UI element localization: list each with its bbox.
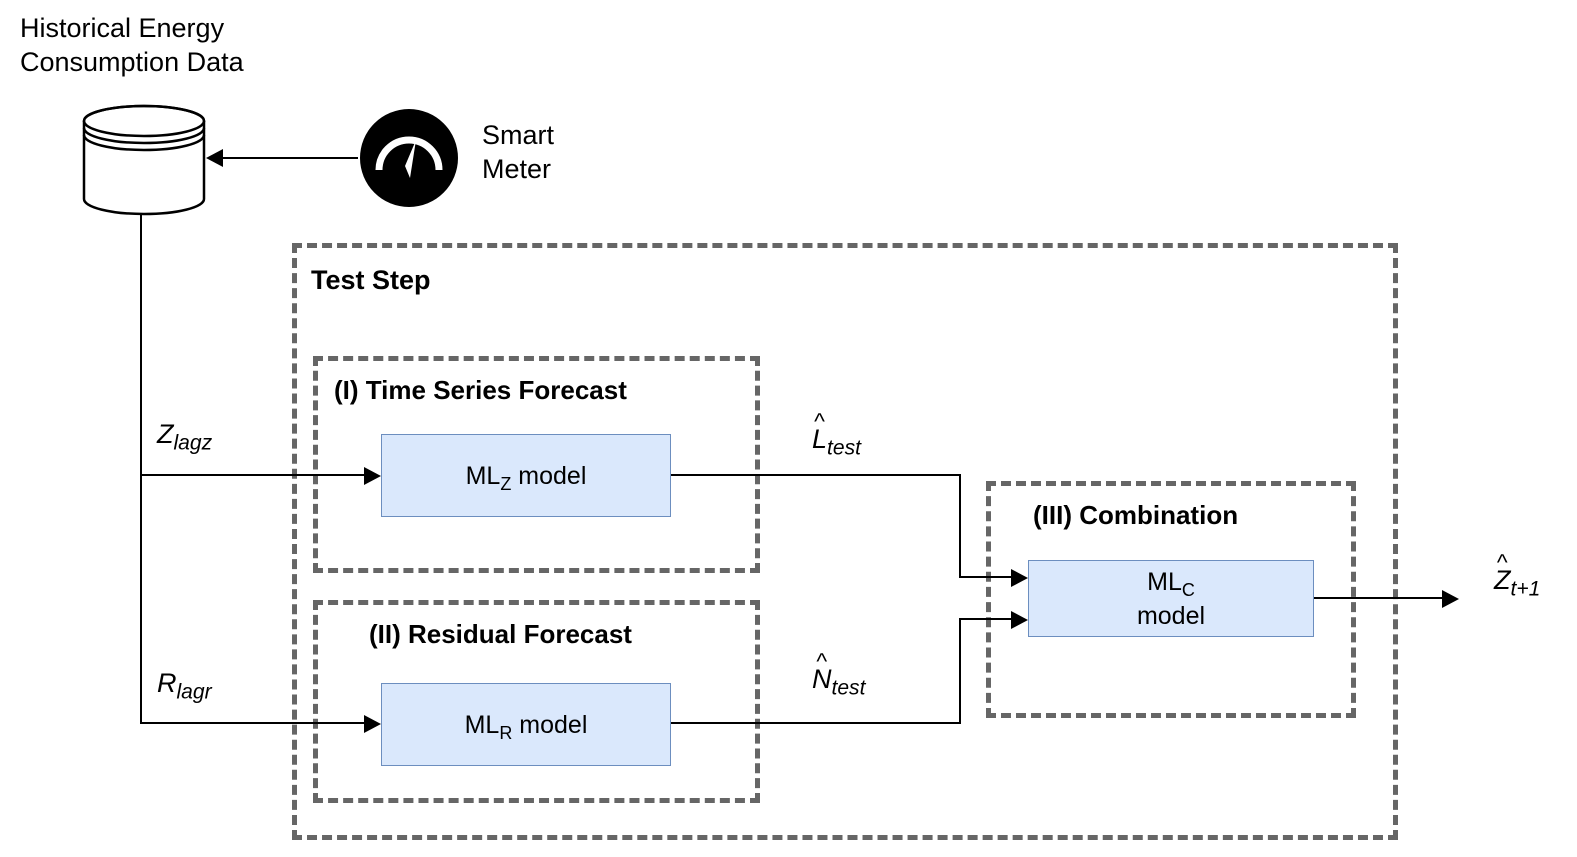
- connector-zlagz-to-mlz: [140, 474, 364, 476]
- block-mlc-text-line1: MLC: [1147, 567, 1195, 600]
- arrowhead-meter-to-db: [206, 149, 223, 167]
- group-combination: [986, 481, 1356, 718]
- block-mlz-text: MLZ model: [465, 461, 587, 494]
- signal-label-z-lagz: Zlagz: [157, 419, 213, 455]
- smart-meter-label: Smart Meter: [482, 120, 555, 184]
- group-test-step-label: Test Step: [311, 265, 431, 295]
- group-test-step: [292, 243, 1398, 840]
- source-data-label: Historical Energy Consumption Data: [20, 13, 244, 77]
- arrowhead-mlr-to-mlc: [1011, 611, 1028, 629]
- signal-label-n-hat-test: ^Ntest: [812, 647, 866, 700]
- connector-mlr-out-vertical: [959, 618, 961, 724]
- signal-label-z-hat-t-plus-1: ^Zt+1: [1494, 548, 1541, 601]
- group-residual-forecast-label: (II) Residual Forecast: [369, 619, 632, 649]
- signal-label-l-hat-test: ^Ltest: [812, 407, 861, 460]
- group-combination-label: (III) Combination: [1033, 500, 1239, 530]
- database-cylinder-icon: [82, 104, 206, 216]
- arrowhead-mlc-output: [1442, 590, 1459, 608]
- arrowhead-mlz-to-mlc: [1011, 569, 1028, 587]
- connector-mlz-out-vertical: [959, 474, 961, 578]
- gauge-meter-icon: [359, 108, 459, 213]
- group-time-series-forecast-label: (I) Time Series Forecast: [334, 375, 627, 405]
- block-mlr-text: MLR model: [464, 710, 588, 743]
- connector-mlz-to-mlc: [959, 576, 1011, 578]
- connector-mlc-output: [1314, 597, 1444, 599]
- group-residual-forecast: [313, 600, 760, 803]
- connector-rlagr-to-mlr: [140, 722, 364, 724]
- connector-mlz-out-horizontal: [671, 474, 961, 476]
- arrowhead-zlagz-to-mlz: [364, 467, 381, 485]
- signal-label-r-lagr: Rlagr: [157, 668, 212, 704]
- group-time-series-forecast: [313, 356, 760, 573]
- connector-meter-to-db: [223, 157, 358, 159]
- arrowhead-rlagr-to-mlr: [364, 715, 381, 733]
- block-mlz-model[interactable]: MLZ model: [381, 434, 671, 517]
- block-mlr-model[interactable]: MLR model: [381, 683, 671, 766]
- block-mlc-text-line2: model: [1136, 601, 1206, 630]
- connector-db-trunk: [140, 214, 142, 723]
- block-mlc-model[interactable]: MLC model: [1028, 560, 1314, 637]
- connector-mlr-to-mlc: [959, 618, 1011, 620]
- connector-mlr-out-horizontal: [671, 722, 961, 724]
